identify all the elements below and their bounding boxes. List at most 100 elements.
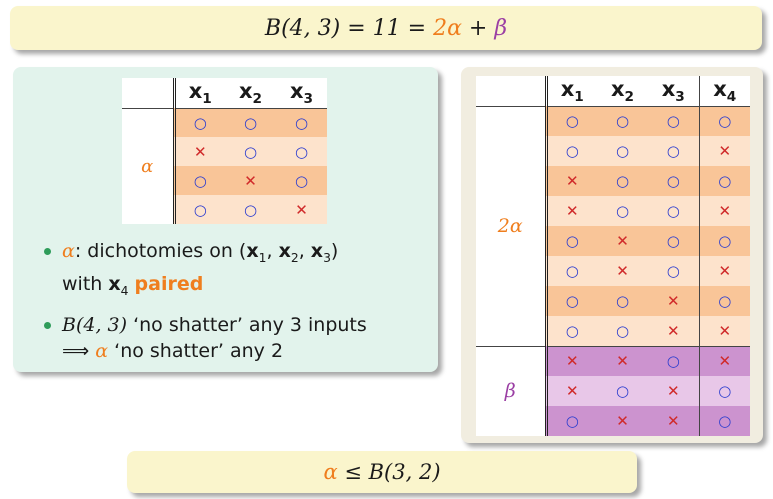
- cross-icon: ✕: [666, 321, 680, 340]
- table-cell: ○: [698, 106, 750, 136]
- circle-icon: ○: [615, 292, 630, 310]
- bottom-formula-box: α ≤ B(3, 2): [127, 451, 637, 493]
- table-cell: ✕: [597, 346, 648, 376]
- circle-icon: ○: [666, 142, 680, 160]
- table-cell: ○: [546, 106, 597, 136]
- table-cell: ✕: [546, 346, 597, 376]
- formula-lhs: B(4, 3) = 11 =: [264, 15, 434, 41]
- table-cell: ✕: [546, 376, 597, 406]
- table-cell: ○: [698, 376, 750, 406]
- bullet-list: α: dichotomies on (x1, x2, x3) with x4 p…: [44, 238, 429, 372]
- table-cell: ○: [597, 286, 648, 316]
- right-header-x2: x2: [610, 76, 635, 105]
- cross-icon: ✕: [616, 262, 629, 280]
- table-cell: ✕: [698, 196, 750, 226]
- right-row-label-beta: β: [476, 346, 548, 436]
- table-cell: ○: [546, 286, 597, 316]
- bottom-formula: α ≤ B(3, 2): [323, 460, 440, 484]
- table-cell: ✕: [276, 195, 327, 224]
- left-header-x2: x2: [238, 78, 263, 107]
- table-cell: ✕: [698, 346, 750, 376]
- circle-icon: ○: [193, 171, 207, 190]
- circle-icon: ○: [294, 171, 309, 190]
- table-cell: ○: [546, 136, 597, 166]
- circle-icon: ○: [243, 142, 258, 161]
- table-cell: ✕: [597, 256, 648, 286]
- circle-icon: ○: [565, 232, 579, 250]
- right-dichotomy-table: x1 x2 x3 x4 2α○○○○○○○✕✕○○○✕○○✕○✕○○○✕○✕○○…: [476, 76, 750, 436]
- table-cell: ○: [648, 106, 699, 136]
- table-cell: ○: [225, 137, 276, 166]
- circle-icon: ○: [615, 172, 630, 190]
- top-formula-box: B(4, 3) = 11 = 2α + β: [10, 6, 762, 50]
- cross-icon: ✕: [565, 352, 579, 371]
- table-cell: ✕: [546, 166, 597, 196]
- table-cell: ✕: [698, 136, 750, 166]
- formula-alpha-term: 2α: [433, 15, 462, 41]
- table-cell: ○: [174, 108, 225, 137]
- cross-icon: ✕: [565, 382, 579, 400]
- circle-icon: ○: [565, 292, 579, 310]
- right-row-label-alpha: 2α: [476, 106, 548, 346]
- table-cell: ○: [546, 406, 597, 436]
- cross-icon: ✕: [718, 262, 732, 280]
- table-cell: ○: [174, 195, 225, 224]
- left-row-label-alpha: α: [122, 108, 176, 224]
- table-cell: ○: [597, 316, 648, 346]
- circle-icon: ○: [718, 382, 732, 400]
- formula-beta: β: [494, 15, 508, 41]
- table-cell: ○: [648, 136, 699, 166]
- cross-icon: ✕: [295, 200, 308, 219]
- table-cell: ✕: [648, 286, 699, 316]
- circle-icon: ○: [565, 112, 579, 131]
- table-row: 2α○○○○: [476, 106, 750, 346]
- bullet-item-1: α: dichotomies on (x1, x2, x3) with x4 p…: [44, 238, 429, 304]
- cross-icon: ✕: [718, 352, 732, 371]
- cross-icon: ✕: [616, 232, 629, 250]
- table-cell: ✕: [546, 196, 597, 226]
- cross-icon: ✕: [718, 142, 732, 160]
- circle-icon: ○: [666, 232, 680, 250]
- table-cell: ○: [276, 137, 327, 166]
- circle-icon: ○: [243, 200, 258, 219]
- left-dichotomy-table: x1 x2 x3 α ○ ○ ○ ✕ ○ ○ ○ ✕ ○ ○ ○ ✕: [122, 78, 327, 224]
- circle-icon: ○: [565, 142, 579, 160]
- circle-icon: ○: [294, 113, 309, 132]
- right-table-corner: [476, 76, 548, 106]
- table-row: β ✕ ✕ ○ ✕: [476, 346, 750, 436]
- table-cell: ○: [597, 376, 648, 406]
- cross-icon: ✕: [718, 202, 732, 220]
- circle-icon: ○: [193, 113, 207, 132]
- left-table-corner: [122, 78, 176, 108]
- circle-icon: ○: [666, 352, 680, 371]
- circle-icon: ○: [615, 382, 630, 400]
- table-cell: ○: [597, 106, 648, 136]
- table-cell: ✕: [648, 406, 699, 436]
- circle-icon: ○: [565, 412, 579, 430]
- cross-icon: ✕: [616, 352, 629, 371]
- circle-icon: ○: [666, 262, 680, 280]
- circle-icon: ○: [294, 142, 309, 161]
- table-cell: ✕: [698, 316, 750, 346]
- circle-icon: ○: [718, 112, 732, 131]
- top-formula: B(4, 3) = 11 = 2α + β: [265, 16, 507, 41]
- cross-icon: ✕: [666, 412, 680, 430]
- circle-icon: ○: [666, 112, 680, 131]
- paired-highlight: paired: [134, 272, 204, 295]
- circle-icon: ○: [615, 321, 630, 340]
- bottom-rest: ≤ B(3, 2): [337, 460, 441, 484]
- table-cell: ○: [648, 226, 699, 256]
- table-cell: ○: [597, 136, 648, 166]
- table-cell: ○: [546, 256, 597, 286]
- bullet-dot-icon: [44, 321, 51, 329]
- cross-icon: ✕: [565, 172, 579, 190]
- table-cell: ○: [648, 346, 699, 376]
- left-header-x1: x1: [188, 78, 212, 107]
- table-cell: ✕: [225, 166, 276, 195]
- circle-icon: ○: [666, 202, 680, 220]
- circle-icon: ○: [565, 321, 579, 340]
- right-header-x4: x4: [698, 76, 750, 106]
- table-cell: ○: [698, 286, 750, 316]
- table-cell: ○: [698, 406, 750, 436]
- right-header-x1: x1: [560, 76, 584, 105]
